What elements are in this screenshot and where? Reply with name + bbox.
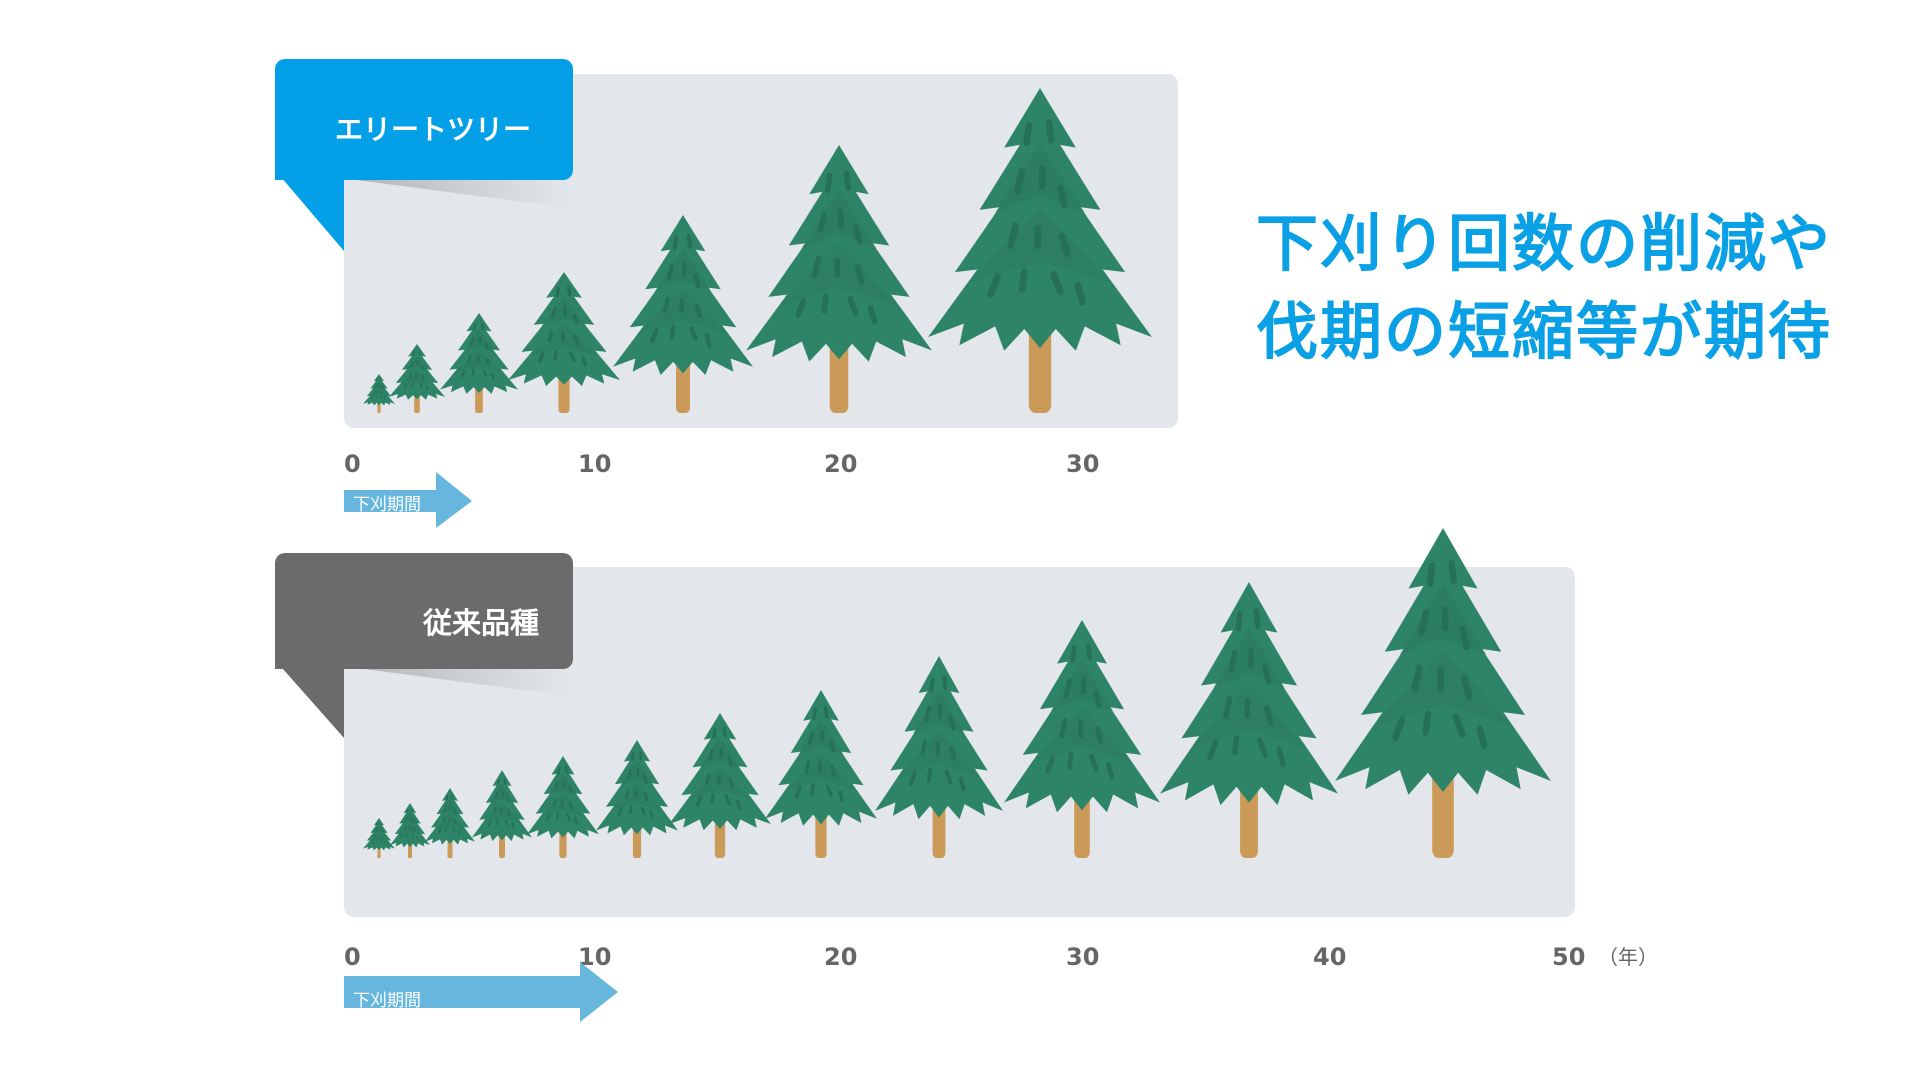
headline-line-1: 下刈り回数の削減や [1256,207,1833,280]
conifer-tree-icon [596,740,678,858]
headline: 下刈り回数の削減や 伐期の短縮等が期待 [1256,200,1832,376]
elite-weeding-period-label: 下刈期間 [353,495,421,515]
conventional-axis-tick-30: 30 [1066,943,1100,971]
conventional-label: 従来品種 [275,553,573,669]
conventional-label-fold [275,660,344,738]
elite-label-fold [275,170,344,251]
conifer-tree-icon [746,145,932,413]
conifer-tree-icon [669,713,771,858]
conventional-axis-tick-40: 40 [1313,943,1347,971]
conifer-tree-icon [472,770,532,858]
conifer-tree-icon [390,803,430,858]
conventional-axis-tick-20: 20 [824,943,858,971]
conifer-tree-icon [389,344,445,413]
conifer-tree-icon [440,313,518,413]
conifer-tree-icon [875,656,1003,858]
conifer-tree-icon [613,215,753,413]
conifer-tree-icon [527,756,599,858]
conventional-axis-unit: （年） [1598,945,1658,969]
elite-axis-tick-0: 0 [344,450,361,478]
conventional-axis-tick-0: 0 [344,943,361,971]
conifer-tree-icon [765,690,877,858]
elite-label-text: エリートツリー [335,112,532,146]
conventional-label-text: 従来品種 [422,606,539,640]
conventional-axis-tick-50: 50 [1552,943,1586,971]
conifer-tree-icon [1004,620,1160,858]
headline-line-2: 伐期の短縮等が期待 [1256,295,1833,368]
elite-axis-tick-30: 30 [1066,450,1100,478]
elite-weeding-period-arrow [344,472,472,528]
conifer-tree-icon [1335,528,1551,858]
conifer-tree-icon [1160,582,1338,858]
elite-axis-tick-20: 20 [824,450,858,478]
conifer-tree-icon [508,272,620,413]
conifer-tree-icon [363,374,395,413]
conventional-weeding-period-arrow [344,962,618,1022]
conifer-tree-icon [363,818,395,858]
conifer-tree-icon [928,88,1152,413]
elite-label: エリートツリー [275,59,573,180]
conventional-weeding-period-label: 下刈期間 [353,991,421,1011]
conifer-tree-icon [425,788,475,858]
elite-axis-tick-10: 10 [578,450,612,478]
